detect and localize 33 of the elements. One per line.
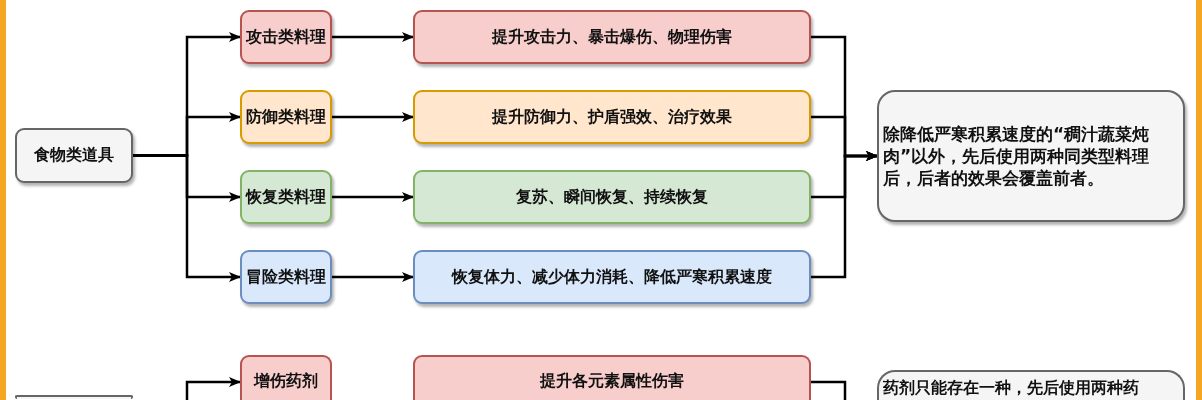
process-box bbox=[413, 90, 811, 144]
arrow bbox=[332, 112, 414, 122]
process-box bbox=[240, 250, 332, 304]
process-box bbox=[413, 250, 811, 304]
process-box bbox=[413, 355, 811, 400]
node-label: 复苏、瞬间恢复、持续恢复 bbox=[516, 186, 708, 208]
node-label: 恢复体力、减少体力消耗、降低严寒积累速度 bbox=[452, 266, 772, 288]
process-box bbox=[240, 355, 332, 400]
node-label: 攻击类料理 bbox=[246, 26, 326, 48]
node-label: 食物类道具 bbox=[34, 145, 114, 166]
node-label: 冒险类料理 bbox=[246, 266, 326, 288]
category-box bbox=[15, 128, 133, 183]
arrow bbox=[332, 272, 414, 282]
note-text: 药剂只能存在一种，先后使用两种药 bbox=[883, 378, 1139, 399]
arrow bbox=[332, 192, 414, 202]
node-label: 提升各元素属性伤害 bbox=[540, 371, 684, 392]
category-box bbox=[15, 395, 133, 399]
note-box bbox=[877, 370, 1185, 400]
node-label: 提升攻击力、暴击爆伤、物理伤害 bbox=[492, 26, 732, 48]
process-box bbox=[240, 170, 332, 224]
arrow bbox=[811, 151, 878, 279]
process-box bbox=[413, 170, 811, 224]
arrow bbox=[133, 154, 241, 282]
process-box bbox=[240, 10, 332, 64]
node-label: 恢复类料理 bbox=[246, 186, 326, 208]
node-label: 防御类料理 bbox=[246, 106, 326, 128]
arrow bbox=[332, 32, 414, 42]
process-box bbox=[413, 10, 811, 64]
node-label: 提升防御力、护盾强效、治疗效果 bbox=[492, 106, 732, 128]
note-text: 除降低严寒积累速度的“稠汁蔬菜炖肉”以外，先后使用两种同类型料理后，后者的效果会覆盖前者。 bbox=[883, 122, 1151, 190]
note-box bbox=[877, 90, 1185, 222]
node-label: 增伤药剂 bbox=[254, 371, 318, 392]
process-box bbox=[240, 90, 332, 144]
